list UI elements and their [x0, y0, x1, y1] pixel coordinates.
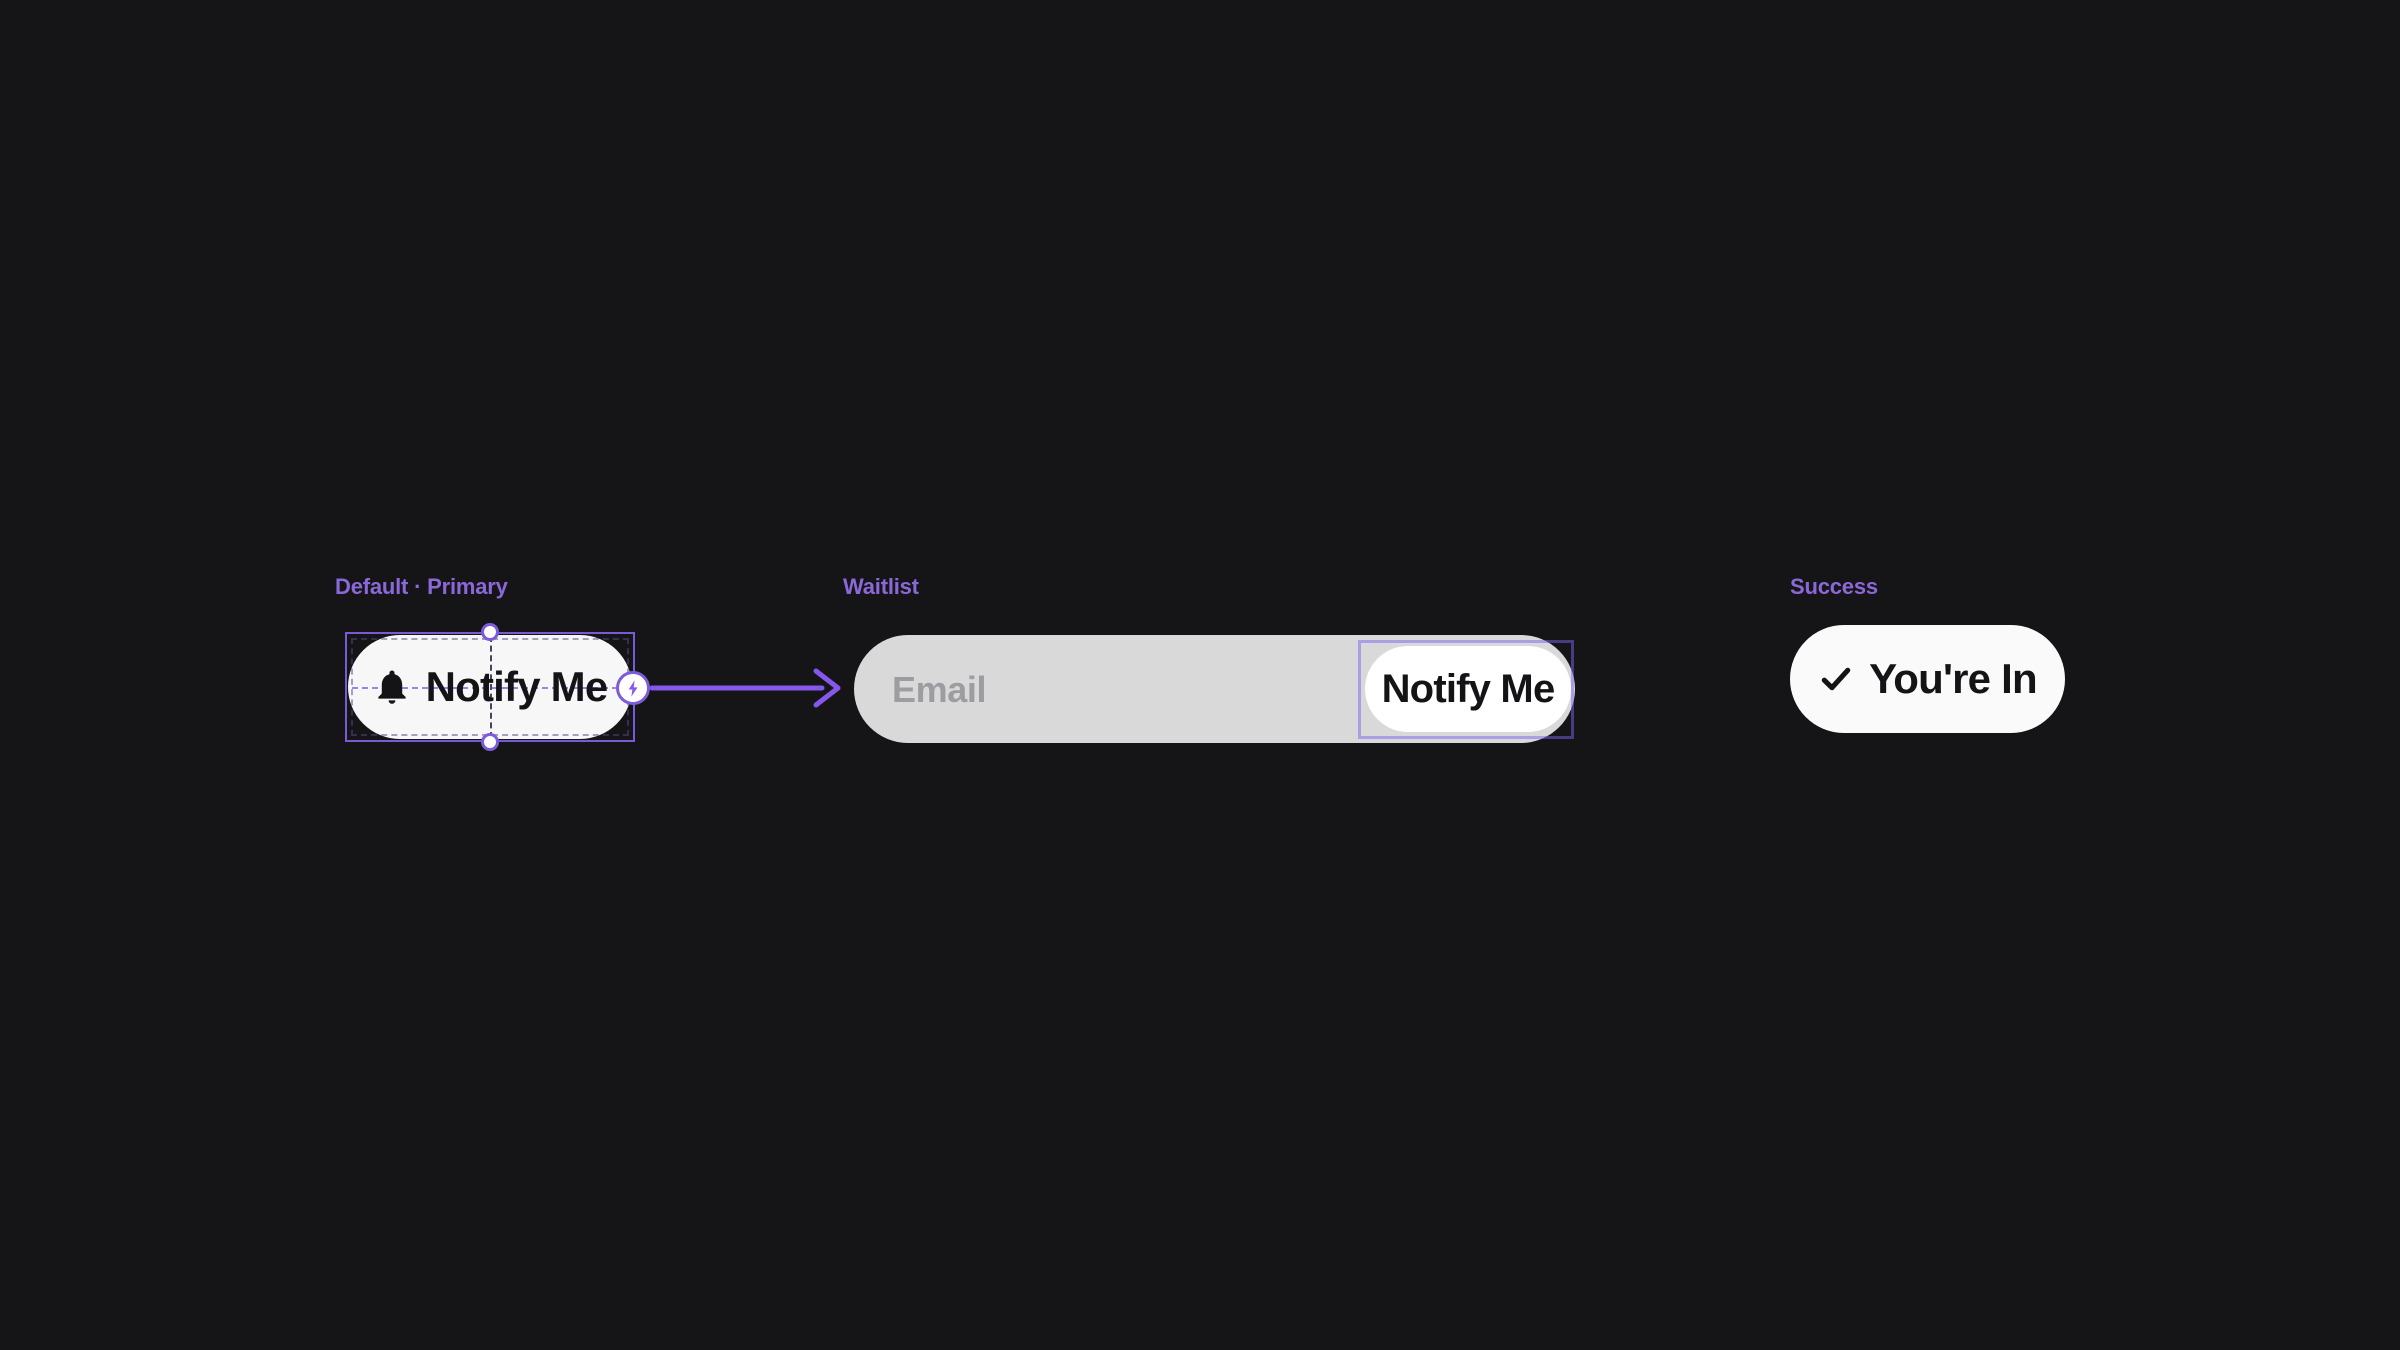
youre-in-button[interactable]: You're In [1790, 625, 2065, 733]
email-field[interactable]: Notify Me [854, 635, 1575, 745]
bell-icon [373, 666, 411, 708]
arrowhead [813, 668, 841, 708]
button-label: Notify Me [1381, 666, 1556, 711]
resize-handle-top[interactable] [481, 623, 499, 641]
frame-label-default-primary[interactable]: Default · Primary [335, 574, 508, 599]
resize-handle-bottom[interactable] [481, 733, 499, 751]
button-label: You're In [1869, 655, 2038, 702]
prototype-connector-start[interactable] [616, 671, 650, 705]
frame-label-success[interactable]: Success [1790, 574, 1878, 599]
lightning-bolt-icon [628, 679, 638, 697]
prototype-flow-arrow[interactable] [650, 666, 846, 710]
check-icon [1818, 661, 1854, 697]
frame-label-waitlist[interactable]: Waitlist [843, 574, 919, 599]
button-label: Notify Me [425, 663, 609, 710]
notify-me-button[interactable]: Notify Me [348, 635, 632, 739]
notify-me-submit-button[interactable]: Notify Me [1365, 646, 1571, 732]
email-input[interactable] [890, 635, 1334, 745]
